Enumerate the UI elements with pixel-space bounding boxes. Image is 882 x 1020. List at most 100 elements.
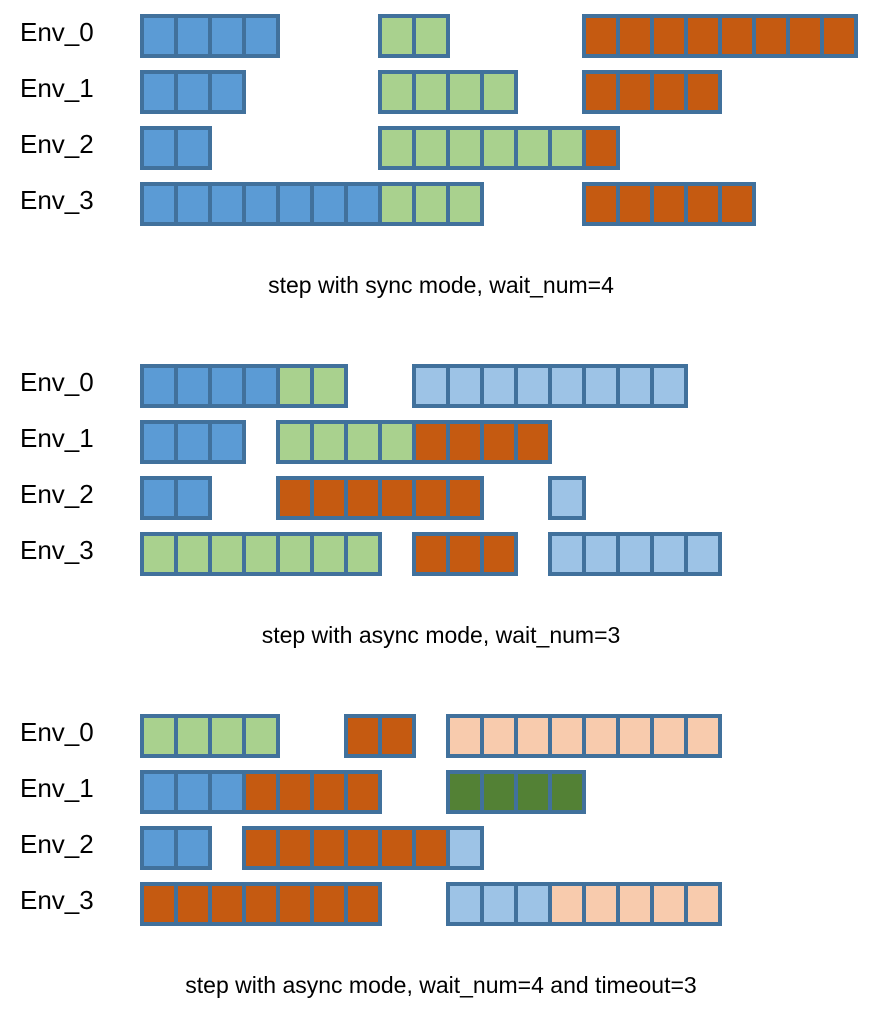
- cell-group: [548, 476, 586, 520]
- timeline-cell-blue: [144, 774, 174, 810]
- row-label-env_3: Env_3: [20, 885, 94, 915]
- timeline-cell-orange: [450, 480, 480, 516]
- timeline-cell-blue: [348, 186, 378, 222]
- row-label-env_2: Env_2: [20, 129, 94, 159]
- timeline-cell-orange: [722, 186, 752, 222]
- cell-group: [378, 14, 450, 58]
- timeline-cell-green: [314, 536, 344, 572]
- timeline-cell-orange: [654, 186, 684, 222]
- timeline-cell-orange: [450, 536, 480, 572]
- panel-caption-3: step with async mode, wait_num=4 and tim…: [185, 972, 697, 998]
- timeline-row: Env_2: [0, 822, 882, 870]
- cell-group: [378, 70, 518, 114]
- cell-group: [446, 714, 722, 758]
- timeline-cell-orange: [348, 774, 378, 810]
- timeline-cell-peach: [552, 886, 582, 922]
- timeline-cell-green: [280, 536, 310, 572]
- cell-group: [378, 126, 620, 170]
- timeline-cell-orange: [246, 886, 276, 922]
- timeline-cell-orange: [246, 774, 276, 810]
- panel-caption-2: step with async mode, wait_num=3: [261, 622, 621, 648]
- timeline-cell-orange: [586, 74, 616, 110]
- cell-group: [446, 770, 586, 814]
- timeline-row: Env_0: [0, 360, 882, 408]
- row-label-env_2: Env_2: [20, 829, 94, 859]
- timeline-cell-blue: [314, 186, 344, 222]
- cell-group: [582, 182, 756, 226]
- timeline-cell-blue: [144, 186, 174, 222]
- timeline-cell-green: [280, 368, 310, 404]
- timeline-cell-orange: [416, 830, 446, 866]
- timeline-cell-peach: [484, 718, 514, 754]
- timeline-row: Env_1: [0, 416, 882, 464]
- row-label-env_1: Env_1: [20, 423, 94, 453]
- timeline-cell-green: [416, 74, 446, 110]
- timeline-cell-orange: [382, 718, 412, 754]
- timeline-cell-peach: [586, 718, 616, 754]
- row-label-env_0: Env_0: [20, 17, 94, 47]
- timeline-cell-lightblue: [450, 830, 480, 866]
- timeline-cell-blue: [178, 186, 208, 222]
- timeline-cell-blue: [178, 368, 208, 404]
- timeline-cell-green: [416, 186, 446, 222]
- timeline-cell-blue: [212, 18, 242, 54]
- row-label-env_0: Env_0: [20, 367, 94, 397]
- timeline-cell-blue: [178, 480, 208, 516]
- timeline-cell-lightblue: [518, 368, 548, 404]
- timeline-cell-green: [552, 130, 582, 166]
- timeline-cell-blue: [144, 130, 174, 166]
- cell-group: [276, 476, 484, 520]
- timeline-cell-darkgreen: [552, 774, 582, 810]
- timeline-cell-orange: [280, 830, 310, 866]
- timeline-cell-orange: [212, 886, 242, 922]
- timeline-cell-green: [450, 130, 480, 166]
- row-label-env_0: Env_0: [20, 717, 94, 747]
- timeline-cell-green: [484, 74, 514, 110]
- timeline-cell-green: [416, 18, 446, 54]
- timeline-cell-green: [314, 424, 344, 460]
- cell-group: [140, 476, 212, 520]
- timeline-cell-green: [382, 424, 412, 460]
- timeline-cell-lightblue: [552, 368, 582, 404]
- timeline-cell-orange: [620, 186, 650, 222]
- timeline-cell-orange: [382, 480, 412, 516]
- cell-group: [446, 882, 722, 926]
- timeline-cell-lightblue: [416, 368, 446, 404]
- timeline-cell-green: [280, 424, 310, 460]
- timeline-cell-green: [144, 718, 174, 754]
- timeline-cell-lightblue: [654, 536, 684, 572]
- timeline-cell-orange: [654, 18, 684, 54]
- row-label-env_1: Env_1: [20, 773, 94, 803]
- timeline-cell-orange: [280, 480, 310, 516]
- timeline-cell-lightblue: [552, 480, 582, 516]
- timeline-cell-blue: [144, 74, 174, 110]
- timeline-cell-lightblue: [586, 368, 616, 404]
- timeline-cell-green: [178, 536, 208, 572]
- timeline-cell-peach: [586, 886, 616, 922]
- cell-group: [344, 714, 416, 758]
- timeline-cell-lightblue: [688, 536, 718, 572]
- timeline-cell-blue: [178, 424, 208, 460]
- timeline-cell-orange: [144, 886, 174, 922]
- timeline-cell-green: [416, 130, 446, 166]
- cell-group: [140, 126, 212, 170]
- timeline-row: Env_3: [0, 528, 882, 576]
- cell-group: [582, 14, 858, 58]
- timeline-cell-orange: [586, 18, 616, 54]
- timeline-cell-blue: [246, 186, 276, 222]
- timeline-cell-green: [246, 718, 276, 754]
- timeline-cell-lightblue: [552, 536, 582, 572]
- timeline-cell-blue: [212, 774, 242, 810]
- timeline-cell-orange: [722, 18, 752, 54]
- timeline-cell-lightblue: [484, 368, 514, 404]
- timeline-cell-blue: [178, 774, 208, 810]
- timeline-cell-darkgreen: [450, 774, 480, 810]
- timeline-cell-darkgreen: [484, 774, 514, 810]
- row-label-env_1: Env_1: [20, 73, 94, 103]
- cell-group: [548, 532, 722, 576]
- timeline-cell-lightblue: [450, 368, 480, 404]
- timeline-cell-blue: [212, 74, 242, 110]
- timeline-cell-green: [348, 424, 378, 460]
